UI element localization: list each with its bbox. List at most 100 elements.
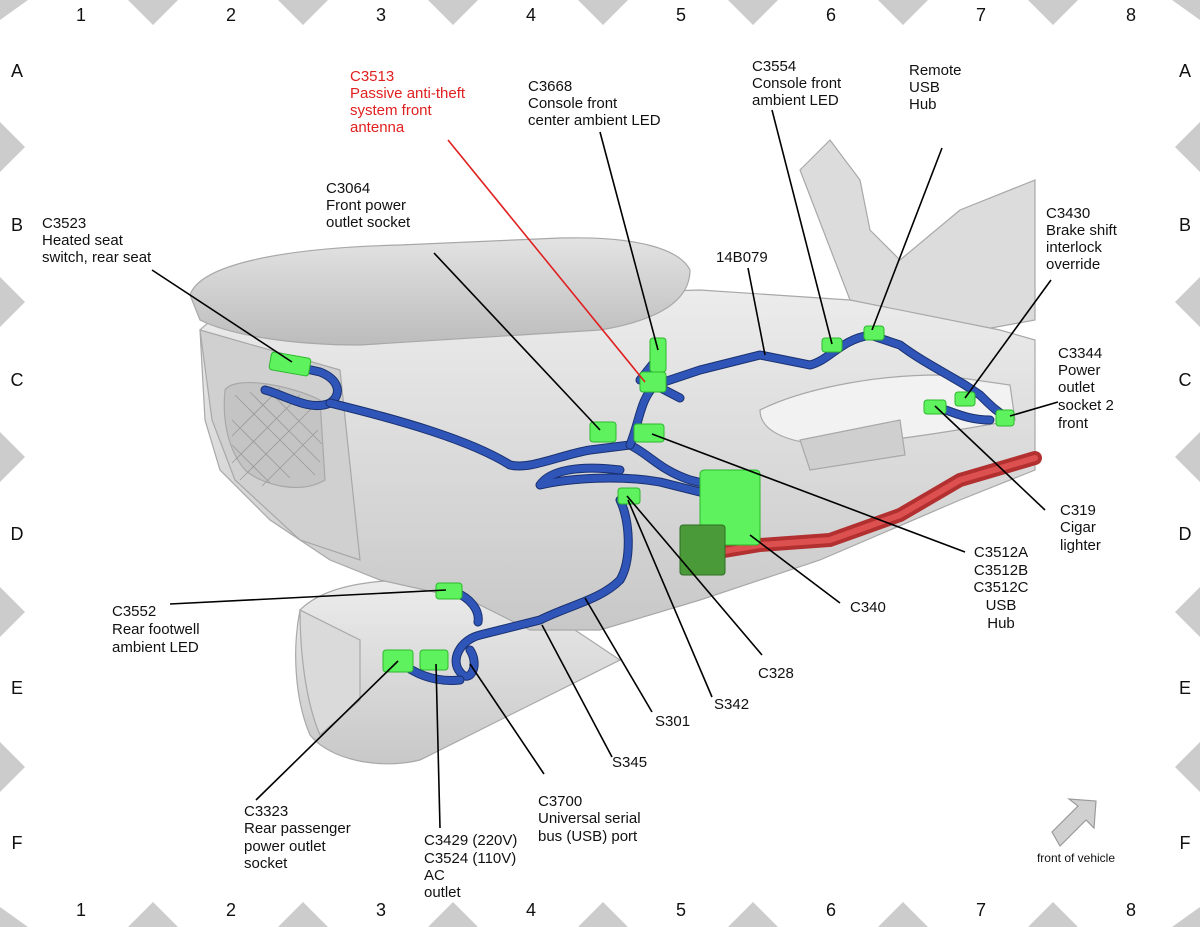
label-c3552: C3552 Rear footwell ambient LED <box>112 603 200 656</box>
label-line: Console front <box>528 95 618 112</box>
label-line: S342 <box>714 696 749 713</box>
label-line: C3323 <box>244 803 288 820</box>
row-label: A <box>11 61 23 81</box>
label-line: switch, rear seat <box>42 249 152 266</box>
label-line: C3512C <box>973 579 1028 596</box>
label-line: Heated seat <box>42 232 124 249</box>
connector-c3429 <box>419 649 449 671</box>
connector-c3430 <box>954 391 976 407</box>
connector-dark-block <box>679 524 726 576</box>
col-label: 8 <box>1126 900 1136 920</box>
col-label: 5 <box>676 900 686 920</box>
label-c3064: C3064 Front power outlet socket <box>326 180 411 231</box>
front-of-vehicle-arrow-icon <box>1051 798 1097 847</box>
label-line: antenna <box>350 119 405 136</box>
label-line: ambient LED <box>752 92 839 109</box>
label-line: C3064 <box>326 180 370 197</box>
label-14b079: 14B079 <box>716 249 768 266</box>
label-c3323: C3323 Rear passenger power outlet socket <box>244 803 351 872</box>
col-label: 4 <box>526 900 536 920</box>
col-label: 3 <box>376 900 386 920</box>
col-label: 7 <box>976 5 986 25</box>
connector-c3523 <box>268 351 312 377</box>
label-line: Cigar <box>1060 519 1096 536</box>
label-line: C328 <box>758 665 794 682</box>
label-line: C3429 (220V) <box>424 832 517 849</box>
label-line: C3524 (110V) <box>424 850 516 867</box>
label-line: socket <box>244 855 288 872</box>
label-line: outlet socket <box>326 214 411 231</box>
label-line: Passive anti-theft <box>350 85 466 102</box>
label-line: S301 <box>655 713 690 730</box>
col-label: 8 <box>1126 5 1136 25</box>
row-label: C <box>1179 370 1192 390</box>
label-line: Rear footwell <box>112 621 200 638</box>
label-line: C3668 <box>528 78 572 95</box>
label-c3512: C3512A C3512B C3512C USB Hub <box>973 544 1028 632</box>
label-c3523: C3523 Heated seat switch, rear seat <box>42 215 152 266</box>
col-label: 2 <box>226 900 236 920</box>
label-line: front <box>1058 415 1089 432</box>
label-line: C3512A <box>974 544 1028 561</box>
label-line: 14B079 <box>716 249 768 266</box>
label-line: ambient LED <box>112 639 199 656</box>
label-c3554: C3554 Console front ambient LED <box>752 58 842 109</box>
label-line: C3512B <box>974 562 1028 579</box>
label-line: lighter <box>1060 537 1101 554</box>
label-line: center ambient LED <box>528 112 661 129</box>
connector-c3512 <box>633 423 665 443</box>
label-line: Hub <box>987 615 1015 632</box>
label-c328: C328 <box>758 665 794 682</box>
row-label: A <box>1179 61 1191 81</box>
label-line: C3552 <box>112 603 156 620</box>
label-c3668: C3668 Console front center ambient LED <box>528 78 661 129</box>
label-line: Console front <box>752 75 842 92</box>
connector-c3344 <box>995 409 1015 427</box>
row-label: C <box>11 370 24 390</box>
label-line: Brake shift <box>1046 222 1118 239</box>
row-label: D <box>1179 524 1192 544</box>
col-label: 2 <box>226 5 236 25</box>
row-label: D <box>11 524 24 544</box>
row-label: F <box>12 833 23 853</box>
row-label: E <box>11 678 23 698</box>
label-line: USB <box>909 79 940 96</box>
connector-c3554 <box>821 337 843 353</box>
col-label: 7 <box>976 900 986 920</box>
col-label: 6 <box>826 5 836 25</box>
label-line: bus (USB) port <box>538 828 638 845</box>
label-c3429-c3524: C3429 (220V) C3524 (110V) AC outlet <box>424 832 517 901</box>
label-c3513: C3513 Passive anti-theft system front an… <box>350 68 466 136</box>
label-s342: S342 <box>714 696 749 713</box>
col-label: 4 <box>526 5 536 25</box>
label-line: socket 2 <box>1058 397 1114 414</box>
connector-remote-usb <box>863 325 885 341</box>
label-remote-usb: Remote USB Hub <box>909 62 962 113</box>
connector-c3668 <box>649 337 667 373</box>
col-label: 6 <box>826 900 836 920</box>
label-line: C3513 <box>350 68 394 85</box>
grid-column-labels-top: 1 2 3 4 5 6 7 8 <box>76 5 1136 25</box>
col-label: 1 <box>76 900 86 920</box>
label-line: power outlet <box>244 838 327 855</box>
label-line: Rear passenger <box>244 820 351 837</box>
label-line: C3523 <box>42 215 86 232</box>
label-line: C340 <box>850 599 886 616</box>
label-line: USB <box>986 597 1017 614</box>
label-line: AC <box>424 867 445 884</box>
leader-lines <box>151 109 1059 829</box>
label-line: Universal serial <box>538 810 641 827</box>
label-line: C319 <box>1060 502 1096 519</box>
label-line: outlet <box>1058 379 1096 396</box>
label-c3700: C3700 Universal serial bus (USB) port <box>538 793 641 845</box>
label-line: override <box>1046 256 1100 273</box>
col-label: 1 <box>76 5 86 25</box>
label-line: C3700 <box>538 793 582 810</box>
label-c340: C340 <box>850 599 886 616</box>
row-label: B <box>11 215 23 235</box>
connector-c3064 <box>589 421 617 443</box>
label-s301: S301 <box>655 713 690 730</box>
label-line: S345 <box>612 754 647 771</box>
label-line: system front <box>350 102 433 119</box>
